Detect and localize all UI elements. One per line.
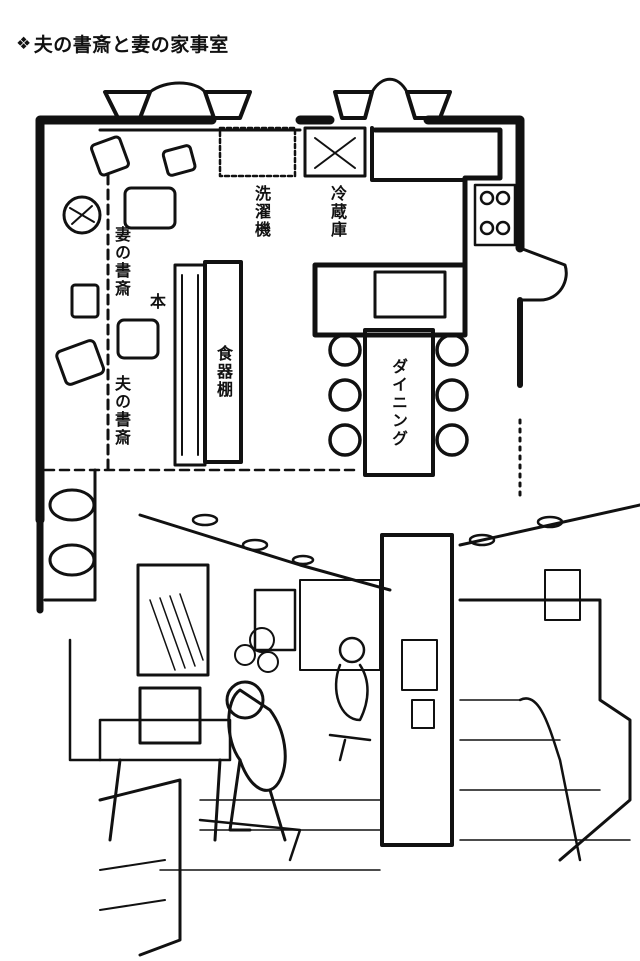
label-washer: 洗濯機 (252, 185, 271, 239)
study-furniture (55, 135, 197, 386)
label-husband-study: 夫の書斎 (112, 375, 131, 447)
washer (218, 126, 297, 178)
label-cupboard: 食器棚 (214, 345, 233, 399)
label-wife-study: 妻の書斎 (112, 226, 131, 298)
dining-chairs (328, 333, 469, 457)
computer-monitor (138, 686, 202, 745)
cupboard (203, 260, 243, 464)
floor-plan (35, 77, 568, 614)
fridge (303, 126, 367, 178)
label-dining: ダイニング (389, 358, 408, 448)
label-books: 本 (150, 292, 167, 311)
bookshelf (173, 263, 207, 467)
stove (473, 183, 517, 247)
perspective-sketch (68, 503, 640, 957)
title-text: 夫の書斎と妻の家事室 (33, 34, 229, 56)
diamond-bullet-icon: ❖ (16, 33, 32, 54)
label-fridge: 冷蔵庫 (328, 185, 347, 239)
seated-person (227, 688, 287, 792)
dining-table (363, 328, 435, 477)
diagram-title: ❖ 夫の書斎と妻の家事室 (16, 30, 229, 57)
kitchen-counter (312, 127, 503, 338)
window-bay (103, 77, 452, 120)
center-column (380, 533, 454, 847)
